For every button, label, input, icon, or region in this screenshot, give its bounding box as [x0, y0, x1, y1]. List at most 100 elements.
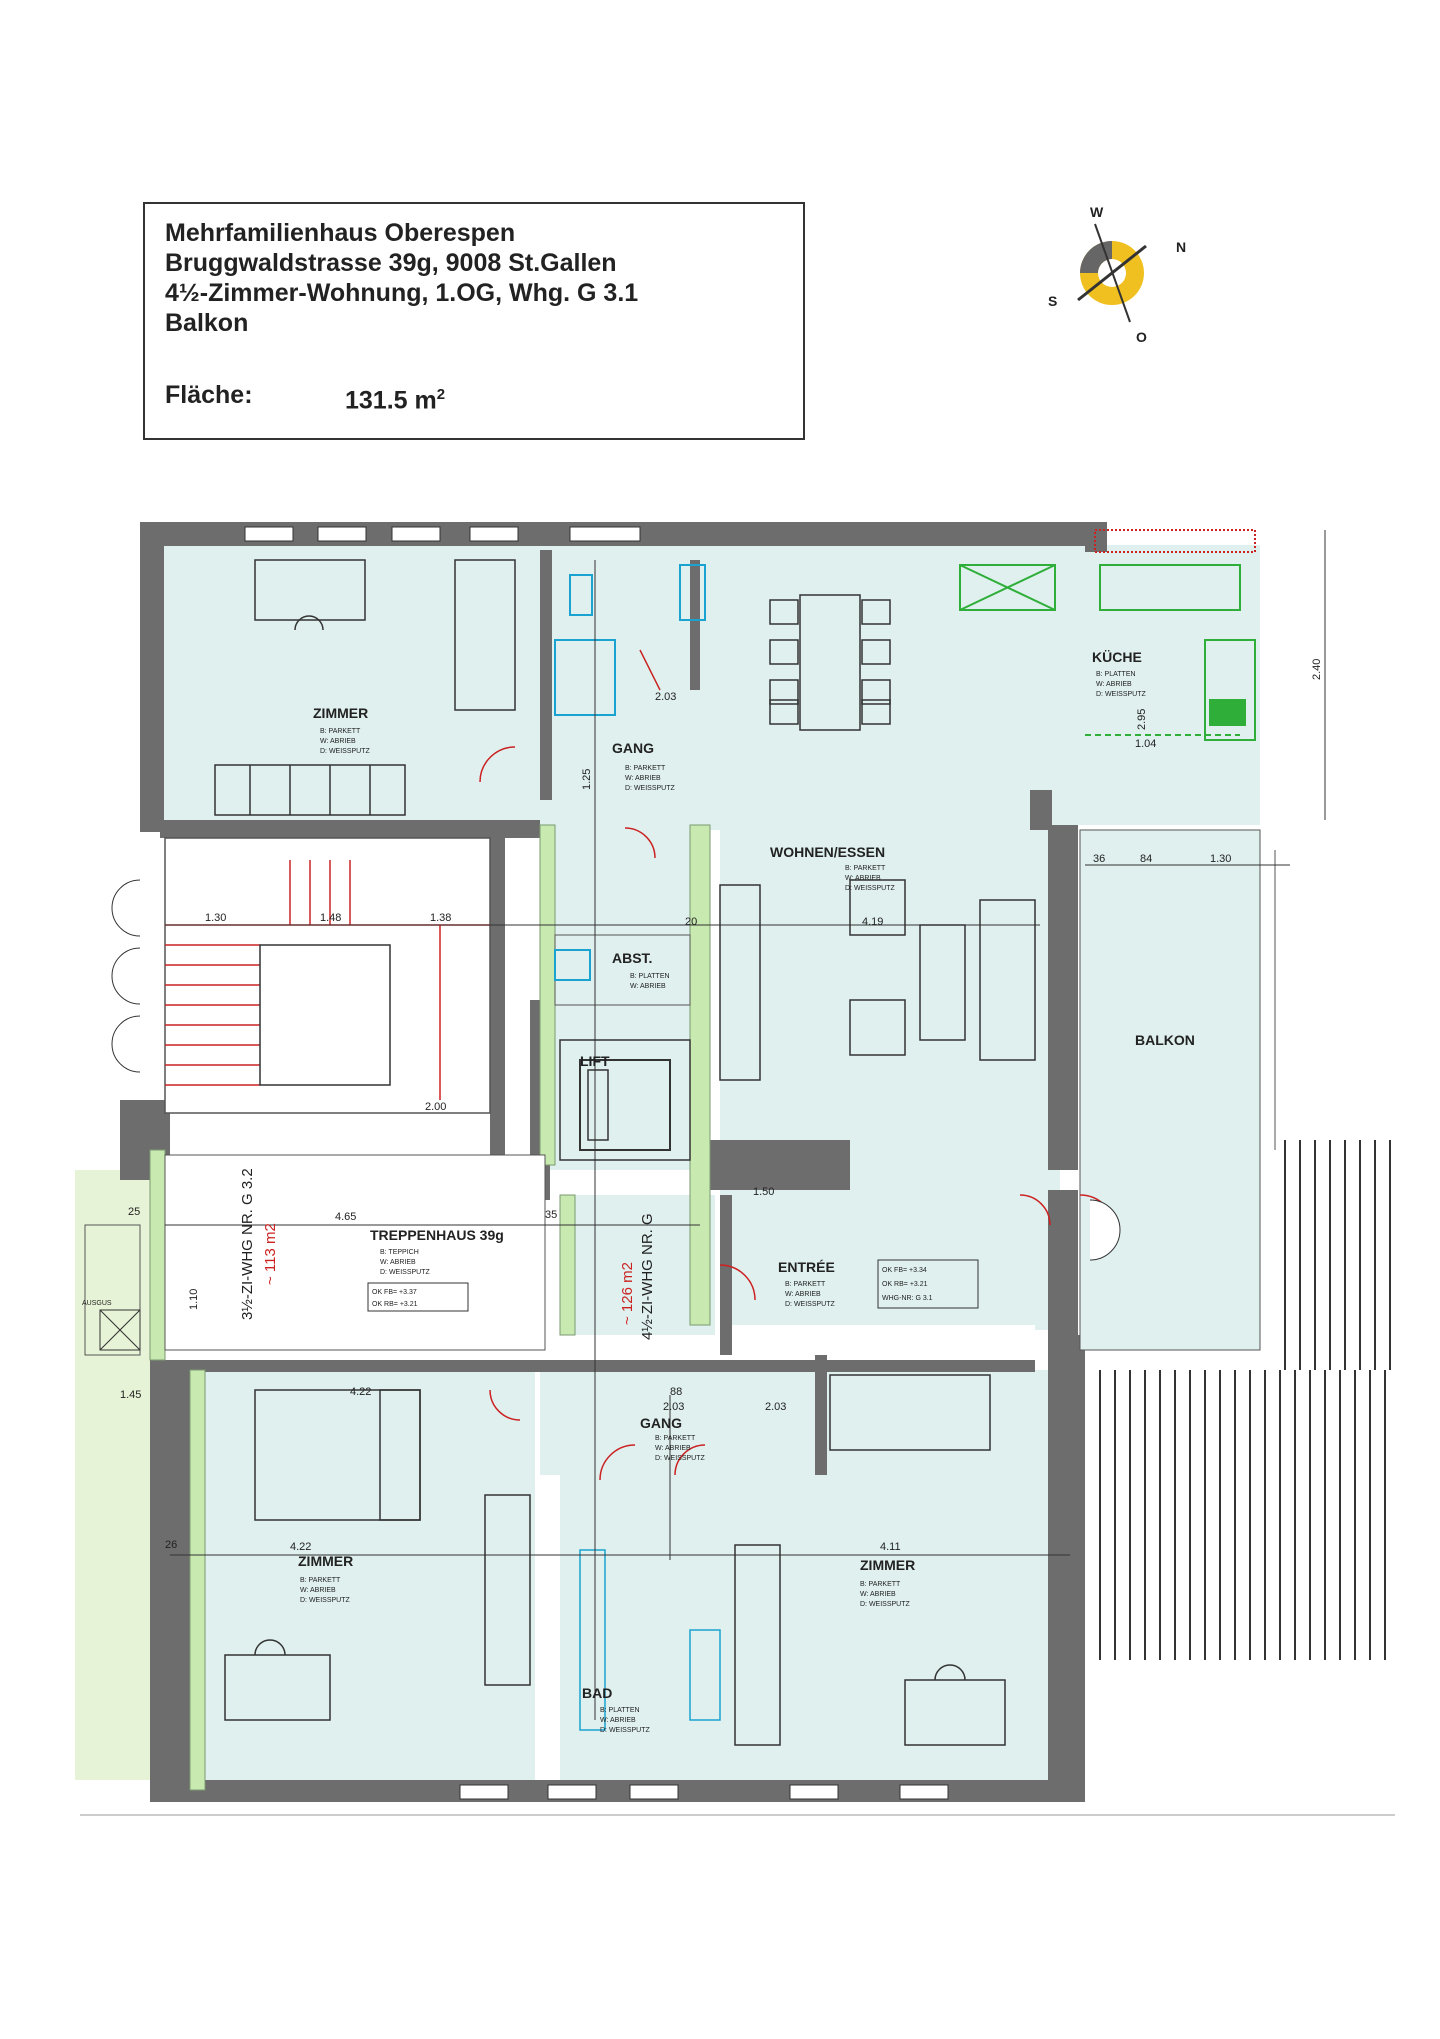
finish-entree-2: W: ABRIEB — [785, 1291, 821, 1298]
finish-zimmer-se-2: W: ABRIEB — [860, 1591, 896, 1598]
info-address: Bruggwaldstrasse 39g, 9008 St.Gallen — [165, 249, 617, 277]
dim-1-48: 1.48 — [320, 912, 341, 924]
finish-abst-2: W: ABRIEB — [630, 983, 666, 990]
neighbor-east-area: ~ 126 m2 — [619, 1262, 636, 1325]
info-title: Mehrfamilienhaus Oberespen — [165, 219, 516, 247]
finish-bad-3: D: WEISSPUTZ — [600, 1727, 651, 1734]
finish-wohnen-2: W: ABRIEB — [845, 875, 881, 882]
finish-trh-1: B: TEPPICH — [380, 1249, 419, 1256]
windows — [111, 526, 1121, 1800]
dim-2-03-right: 2.03 — [765, 1401, 786, 1413]
dim-4-11: 4.11 — [880, 1541, 901, 1553]
finish-zimmer-sw-1: B: PARKETT — [300, 1577, 341, 1584]
finish-gang-bottom-1: B: PARKETT — [655, 1435, 696, 1442]
finish-bad-1: B: PLATTEN — [600, 1707, 640, 1714]
finish-gang-top-1: B: PARKETT — [625, 765, 666, 772]
dim-88: 88 — [670, 1386, 682, 1398]
finish-entree-3: D: WEISSPUTZ — [785, 1301, 836, 1308]
finish-trh-2: W: ABRIEB — [380, 1259, 416, 1266]
treppenhaus-area — [164, 1154, 546, 1351]
dim-36: 36 — [1093, 853, 1105, 865]
room-bad: BAD — [582, 1685, 612, 1701]
neighbor-west-area: ~ 113 m2 — [262, 1223, 279, 1285]
finish-zimmer-sw-2: W: ABRIEB — [300, 1587, 336, 1594]
dim-4-19: 4.19 — [862, 916, 883, 928]
balcony — [1079, 829, 1276, 1351]
dim-4-22-bottom: 4.22 — [290, 1541, 311, 1553]
dim-1-04: 1.04 — [1135, 738, 1156, 750]
room-wohnen: WOHNEN/ESSEN — [770, 844, 885, 860]
info-unit: 4½-Zimmer-Wohnung, 1.OG, Whg. G 3.1 — [165, 279, 639, 307]
room-balkon: BALKON — [1135, 1032, 1195, 1048]
level-trh-fb: OK FB= +3.37 — [372, 1289, 417, 1296]
level-entree-whg: WHG-NR: G 3.1 — [882, 1295, 933, 1302]
finish-gang-top-3: D: WEISSPUTZ — [625, 785, 676, 792]
compass-icon: W N S O — [1048, 204, 1186, 345]
wall-strips-green — [149, 824, 711, 1791]
room-ausgus: AUSGUS — [82, 1300, 112, 1307]
compass-s: S — [1048, 293, 1057, 309]
finish-zimmer-sw-3: D: WEISSPUTZ — [300, 1597, 351, 1604]
finish-entree-1: B: PARKETT — [785, 1281, 826, 1288]
room-treppenhaus: TREPPENHAUS 39g — [370, 1227, 504, 1243]
compass-w: W — [1090, 204, 1104, 220]
dim-35: 35 — [545, 1209, 557, 1221]
abstellraum — [554, 934, 691, 1006]
finish-zimmer-nw-2: W: ABRIEB — [320, 738, 356, 745]
dim-2-03-top: 2.03 — [655, 691, 676, 703]
finish-zimmer-se-1: B: PARKETT — [860, 1581, 901, 1588]
finish-wohnen-3: D: WEISSPUTZ — [845, 885, 896, 892]
deck-slats — [1099, 1140, 1391, 1660]
neighbor-west — [84, 1224, 141, 1356]
room-zimmer-nw: ZIMMER — [313, 705, 368, 721]
dim-2-00: 2.00 — [425, 1101, 446, 1113]
dim-2-40: 2.40 — [1311, 659, 1323, 680]
room-kueche: KÜCHE — [1092, 649, 1142, 665]
info-extra: Balkon — [165, 309, 249, 337]
level-box-entree — [877, 1259, 979, 1309]
finish-zimmer-nw-3: D: WEISSPUTZ — [320, 748, 371, 755]
compass-n: N — [1176, 239, 1186, 255]
dim-4-22-top: 4.22 — [350, 1386, 371, 1398]
finish-trh-3: D: WEISSPUTZ — [380, 1269, 431, 1276]
dim-4-65: 4.65 — [335, 1211, 356, 1223]
dim-25: 25 — [128, 1206, 140, 1218]
room-gang-top: GANG — [612, 740, 654, 756]
room-gang-bottom: GANG — [640, 1415, 682, 1431]
dim-26: 26 — [165, 1539, 177, 1551]
finish-abst-1: B: PLATTEN — [630, 973, 670, 980]
dimension-lines — [165, 530, 1326, 1720]
abst-appliance — [554, 949, 591, 981]
finish-gang-bottom-3: D: WEISSPUTZ — [655, 1455, 706, 1462]
neighbor-west-unit: 3½-ZI-WHG NR. G 3.2 — [239, 1168, 256, 1320]
furniture — [214, 559, 1036, 1746]
level-entree-rb: OK RB= +3.21 — [882, 1281, 928, 1288]
kitchen — [959, 529, 1256, 741]
finish-gang-top-2: W: ABRIEB — [625, 775, 661, 782]
dim-1-10: 1.10 — [188, 1289, 200, 1310]
finish-kueche-2: W: ABRIEB — [1096, 681, 1132, 688]
lift — [559, 1039, 691, 1161]
level-entree-fb: OK FB= +3.34 — [882, 1267, 927, 1274]
room-lift: LIFT — [580, 1053, 610, 1069]
level-trh-rb: OK RB= +3.21 — [372, 1301, 418, 1308]
neighbor-east-unit: 4½-ZI-WHG NR. G — [639, 1213, 656, 1340]
dim-1-30-balkon: 1.30 — [1210, 853, 1231, 865]
room-entree: ENTRÉE — [778, 1259, 835, 1275]
dim-2-95: 2.95 — [1136, 709, 1148, 730]
dim-1-38: 1.38 — [430, 912, 451, 924]
wc-fixtures — [554, 564, 706, 716]
finish-zimmer-nw-1: B: PARKETT — [320, 728, 361, 735]
finish-zimmer-se-3: D: WEISSPUTZ — [860, 1601, 911, 1608]
finish-kueche-3: D: WEISSPUTZ — [1096, 691, 1147, 698]
room-abst: ABST. — [612, 950, 652, 966]
finish-kueche-1: B: PLATTEN — [1096, 671, 1136, 678]
finish-bad-2: W: ABRIEB — [600, 1717, 636, 1724]
dim-2-03-left: 2.03 — [663, 1401, 684, 1413]
dim-20: 20 — [685, 916, 697, 928]
room-zimmer-sw: ZIMMER — [298, 1553, 353, 1569]
info-box: Mehrfamilienhaus Oberespen Bruggwaldstra… — [143, 202, 805, 440]
staircase — [164, 837, 491, 1114]
info-area-value: 131.5 m2 — [345, 386, 446, 415]
level-box-trh — [367, 1282, 469, 1312]
